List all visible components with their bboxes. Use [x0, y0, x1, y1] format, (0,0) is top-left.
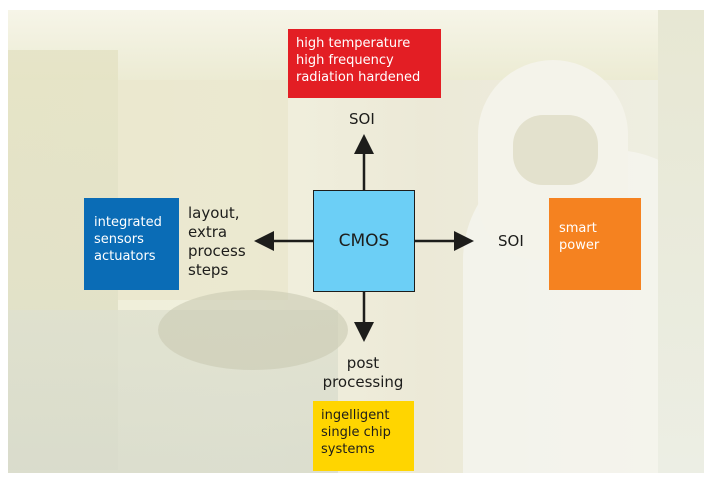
right-box-line: power — [559, 238, 600, 253]
arrow-right — [415, 231, 474, 251]
top-arrow-label: SOI — [349, 110, 375, 128]
bottom-box-line: ingelligent — [321, 408, 390, 423]
arrow-down — [354, 292, 374, 342]
left-application-box: integrated sensors actuators — [84, 198, 179, 290]
cmos-label: CMOS — [338, 230, 390, 251]
bottom-box-line: systems — [321, 442, 375, 457]
bottom-arrow-label-line: post — [346, 354, 380, 372]
top-box-line: high temperature — [296, 36, 411, 51]
bottom-application-box: ingelligent single chip systems — [313, 401, 414, 471]
photo-right-wall — [658, 10, 704, 473]
bottom-arrow-label-line: processing — [322, 373, 404, 391]
left-arrow-label-line: extra — [188, 223, 228, 241]
left-arrow-label-line: layout, — [188, 204, 240, 222]
top-box-line: radiation hardened — [296, 70, 421, 85]
top-application-box: high temperature high frequency radiatio… — [288, 29, 441, 98]
photo-worker-face — [513, 115, 598, 185]
right-arrow-label: SOI — [498, 232, 524, 250]
right-box-line: smart — [559, 221, 597, 236]
left-arrow-label-line: steps — [188, 261, 229, 279]
bottom-arrow-label: post processing — [318, 354, 408, 392]
left-arrow-label: layout, extra process steps — [188, 204, 246, 280]
left-box-line: actuators — [94, 249, 156, 264]
arrow-up — [354, 134, 374, 190]
cmos-box: CMOS — [313, 190, 415, 292]
top-box-line: high frequency — [296, 53, 394, 68]
left-box-line: sensors — [94, 232, 144, 247]
right-application-box: smart power — [549, 198, 641, 290]
left-box-line: integrated — [94, 215, 162, 230]
arrow-left — [254, 231, 313, 251]
photo-wafer-disc — [158, 290, 348, 370]
bottom-box-line: single chip — [321, 425, 391, 440]
left-arrow-label-line: process — [188, 242, 246, 260]
